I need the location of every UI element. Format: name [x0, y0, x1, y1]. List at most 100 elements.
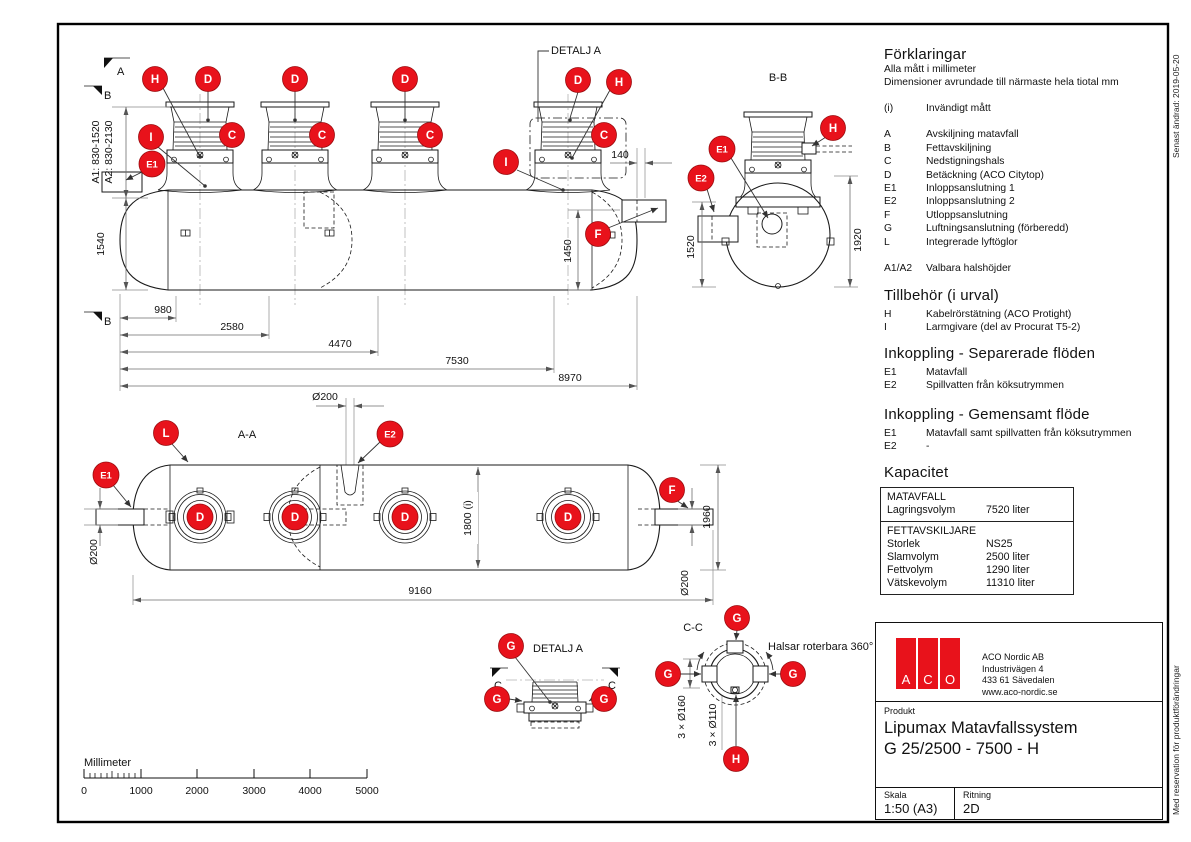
svg-text:E1: E1: [100, 471, 112, 482]
dim-8970: 8970: [558, 372, 582, 384]
aa-lids: [165, 487, 600, 544]
connection-item: E2-: [884, 441, 930, 453]
capacity-header: FETTAVSKILJARE: [887, 525, 977, 537]
accessories-title: Tillbehör (i urval): [884, 287, 999, 304]
svg-text:E1: E1: [146, 160, 158, 171]
svg-text:E2: E2: [384, 430, 396, 441]
svg-text:H: H: [615, 77, 623, 89]
aco-logo-bar-a: A: [896, 638, 916, 689]
svg-text:H: H: [732, 754, 740, 766]
svg-text:D: D: [401, 74, 409, 86]
svg-text:F: F: [668, 485, 675, 497]
section-bb-view: B-B 1520 1920 E1 E2 H: [685, 72, 864, 289]
product-cell: Produkt Lipumax Matavfallssystem G 25/25…: [876, 702, 1162, 788]
drawing-type-cell: Ritning 2D: [955, 788, 999, 819]
svg-text:C: C: [608, 680, 616, 692]
drawing-type-label: Ritning: [963, 790, 992, 800]
svg-text:2000: 2000: [185, 785, 209, 797]
svg-text:D: D: [574, 75, 582, 87]
dim-neck-a1: A1: 830-1520: [90, 120, 102, 183]
dim-aa-dia-left: Ø200: [88, 539, 100, 565]
capacity-header: MATAVFALL: [887, 491, 946, 503]
dim-2580: 2580: [220, 321, 244, 333]
dim-aa-inner-width: 1800 (i): [462, 500, 474, 536]
svg-text:D: D: [401, 512, 409, 524]
svg-text:C: C: [426, 130, 434, 142]
svg-text:4000: 4000: [298, 785, 322, 797]
detail-a-callout-label: DETALJ A: [551, 45, 602, 57]
cc-note: Halsar roterbara 360°: [768, 641, 873, 653]
svg-text:L: L: [162, 428, 169, 440]
svg-text:G: G: [493, 694, 502, 706]
svg-text:F: F: [594, 229, 601, 241]
scale-cell: Skala 1:50 (A3): [876, 788, 955, 819]
detail-section-flag-c-right: C: [602, 667, 620, 692]
svg-text:I: I: [504, 157, 507, 169]
company-web: www.aco-nordic.se: [982, 686, 1058, 697]
svg-text:H: H: [829, 123, 837, 135]
revision-note: Senast ändrad: 2019-05-20: [1171, 54, 1181, 159]
section-flag-a: A: [104, 57, 130, 78]
drawing-type-value: 2D: [963, 801, 980, 816]
svg-text:D: D: [204, 74, 212, 86]
connection-separate-title: Inkoppling - Separerade flöden: [884, 345, 1096, 362]
detail-a-view: DETALJ A C C G G G: [484, 633, 620, 729]
product-label: Produkt: [884, 706, 916, 716]
section-flag-b-bottom: B: [84, 311, 111, 328]
svg-text:I: I: [149, 132, 152, 144]
aa-title: A-A: [238, 429, 257, 441]
legend-section: Förklaringar Alla mått i millimeter Dime…: [884, 46, 1176, 275]
svg-text:G: G: [507, 641, 516, 653]
bb-title: B-B: [769, 72, 787, 84]
company-city: 433 61 Sävedalen: [982, 675, 1055, 685]
svg-text:G: G: [789, 669, 798, 681]
svg-text:C: C: [494, 680, 502, 692]
scale-value: 1:50 (A3): [884, 801, 938, 816]
svg-text:G: G: [664, 669, 673, 681]
scale-label: Skala: [884, 790, 907, 800]
svg-text:A: A: [117, 66, 125, 78]
svg-text:G: G: [600, 694, 609, 706]
cc-title: C-C: [683, 622, 703, 634]
connection-common-title: Inkoppling - Gemensamt flöde: [884, 406, 1090, 423]
svg-text:D: D: [564, 512, 572, 524]
dim-bb-1920: 1920: [852, 228, 864, 252]
dim-7530: 7530: [445, 355, 469, 367]
svg-text:0: 0: [81, 785, 87, 797]
title-block: A C O ACO Nordic AB Industrivägen 4 433 …: [875, 622, 1163, 820]
plan-aa-view: A-A Ø200 Ø200: [84, 391, 726, 605]
front-elevation-view: DETALJ A A B B A1: 830-1520 A2: 830-2130…: [84, 45, 672, 391]
svg-text:D: D: [291, 512, 299, 524]
dim-cc-outer: 3 × Ø160: [676, 695, 688, 739]
dim-aa-length: 9160: [408, 585, 432, 597]
scale-bar: Millimeter 0 1000 2000 3000 4000 5000: [81, 757, 379, 797]
front-callouts: H D D D D H C C C C I E1 I F: [138, 66, 632, 247]
svg-text:E1: E1: [716, 145, 728, 156]
dim-cc-inner: 3 × Ø110: [707, 703, 719, 746]
company-name: ACO Nordic AB: [982, 652, 1045, 662]
detail-a-boundary: [529, 117, 627, 179]
capacity-title: Kapacitet: [884, 464, 949, 481]
dim-4470: 4470: [328, 338, 352, 350]
legend-subtitle-1: Alla mått i millimeter: [884, 64, 977, 75]
svg-text:C: C: [318, 130, 326, 142]
svg-text:D: D: [196, 512, 204, 524]
dim-aa-dia-top: Ø200: [312, 391, 338, 403]
